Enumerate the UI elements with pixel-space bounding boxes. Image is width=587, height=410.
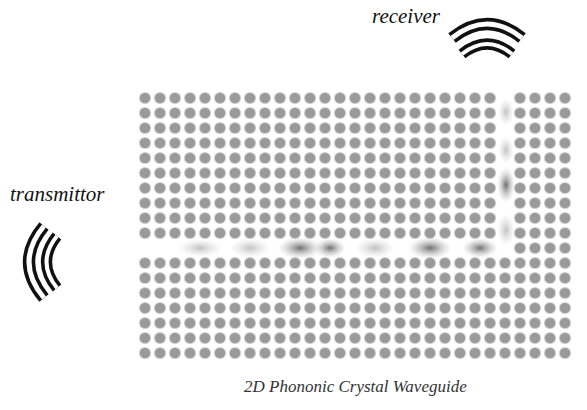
figure-caption: 2D Phononic Crystal Waveguide xyxy=(244,377,467,397)
device-label: receiver xyxy=(372,4,440,29)
receiver-transducer xyxy=(452,24,522,54)
transmitter-transducer xyxy=(29,226,57,298)
wave-field xyxy=(178,98,515,259)
device-label: transmittor xyxy=(10,182,105,207)
crystal-lattice xyxy=(138,91,573,361)
